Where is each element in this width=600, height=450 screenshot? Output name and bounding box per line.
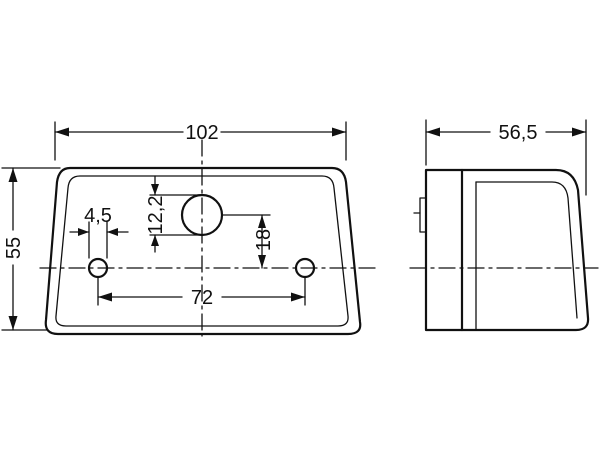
side-view	[409, 168, 599, 332]
overall-height-label: 55	[3, 237, 25, 259]
vertical-offset-label: 18	[253, 229, 275, 251]
dimension-overall-height: 55	[1, 167, 61, 331]
bulb-diameter-label: 12,2	[145, 196, 167, 235]
side-lens-inner	[475, 181, 578, 319]
side-lens-outer	[460, 168, 590, 332]
front-view	[39, 139, 376, 337]
overall-width-label: 102	[185, 122, 218, 144]
hole-spacing-label: 72	[191, 287, 213, 309]
dimension-overall-width: 102	[54, 121, 347, 161]
depth-label: 56,5	[499, 122, 538, 144]
front-housing-outer	[44, 166, 362, 336]
dimension-hole-spacing: 72	[97, 276, 306, 309]
hole-diameter-label: 4,5	[84, 205, 112, 227]
side-base-plate	[424, 168, 464, 332]
dimension-depth: 56,5	[425, 119, 587, 196]
side-connector-stub	[419, 197, 427, 233]
dimension-bulb-diameter: 12,2	[145, 175, 201, 253]
front-lens-inner	[55, 175, 349, 327]
dimension-hole-diameter: 4,5	[69, 205, 129, 259]
dimension-vertical-offset: 18	[221, 214, 275, 269]
